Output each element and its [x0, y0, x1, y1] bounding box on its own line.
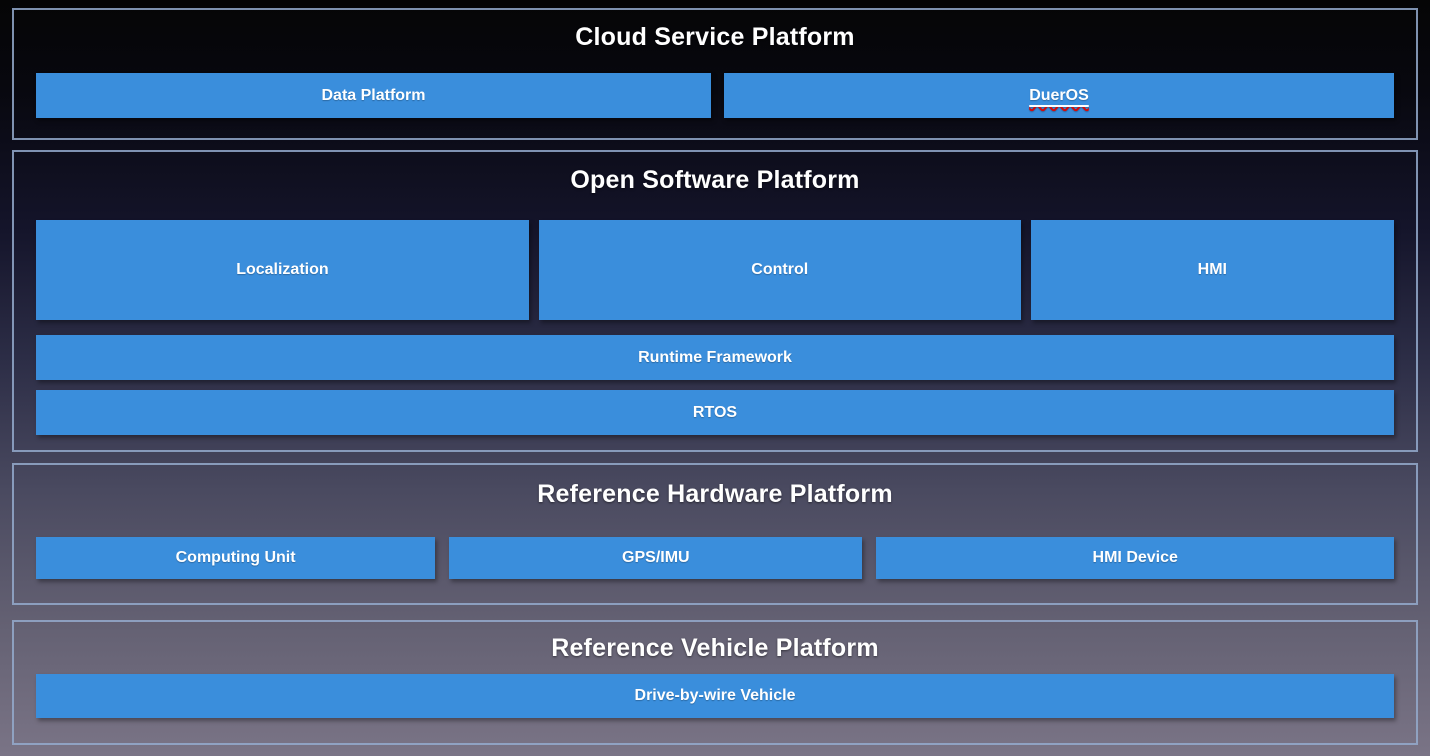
box-computing-unit: Computing Unit — [36, 537, 436, 579]
section-title-reference-hardware-platform: Reference Hardware Platform — [537, 480, 893, 508]
section-open-software-platform: Open Software Platform Localization Cont… — [12, 150, 1418, 452]
box-data-platform: Data Platform — [36, 73, 711, 118]
section-title-open-software-platform: Open Software Platform — [570, 166, 860, 194]
section-cloud-service-platform: Cloud Service Platform Data Platform Due… — [12, 8, 1418, 140]
hardware-boxes-row: Computing Unit GPS/IMU HMI Device — [36, 537, 1395, 579]
box-dueros-label: DuerOS — [1029, 86, 1089, 104]
box-control: Control — [538, 220, 1021, 320]
box-gps-imu: GPS/IMU — [449, 537, 863, 579]
box-gps-imu-label: GPS/IMU — [622, 549, 690, 566]
box-localization-label: Localization — [236, 261, 329, 278]
box-localization: Localization — [36, 220, 529, 320]
box-hmi-device: HMI Device — [876, 537, 1395, 579]
box-hmi-label: HMI — [1197, 261, 1227, 278]
box-hmi-device-label: HMI Device — [1092, 549, 1178, 566]
bar-drive-by-wire-vehicle: Drive-by-wire Vehicle — [36, 674, 1394, 718]
section-reference-hardware-platform: Reference Hardware Platform Computing Un… — [12, 463, 1418, 605]
box-hmi: HMI — [1030, 220, 1394, 320]
box-computing-unit-label: Computing Unit — [175, 549, 296, 566]
software-boxes-row: Localization Control HMI — [36, 220, 1394, 320]
bar-rtos-label: RTOS — [692, 403, 738, 421]
section-title-cloud-service-platform: Cloud Service Platform — [575, 23, 855, 51]
cloud-boxes-row: Data Platform DuerOS — [36, 73, 1394, 118]
box-dueros: DuerOS — [724, 73, 1394, 118]
box-control-label: Control — [751, 261, 809, 278]
bar-rtos: RTOS — [36, 390, 1394, 435]
bar-drive-by-wire-vehicle-label: Drive-by-wire Vehicle — [634, 687, 796, 704]
section-reference-vehicle-platform: Reference Vehicle Platform Drive-by-wire… — [12, 620, 1418, 745]
bar-runtime-framework: Runtime Framework — [36, 335, 1394, 380]
bar-runtime-framework-label: Runtime Framework — [638, 348, 792, 366]
section-title-reference-vehicle-platform: Reference Vehicle Platform — [551, 634, 879, 662]
box-data-platform-label: Data Platform — [321, 86, 426, 104]
dueros-spellcheck-underline: DuerOS — [1029, 87, 1089, 105]
